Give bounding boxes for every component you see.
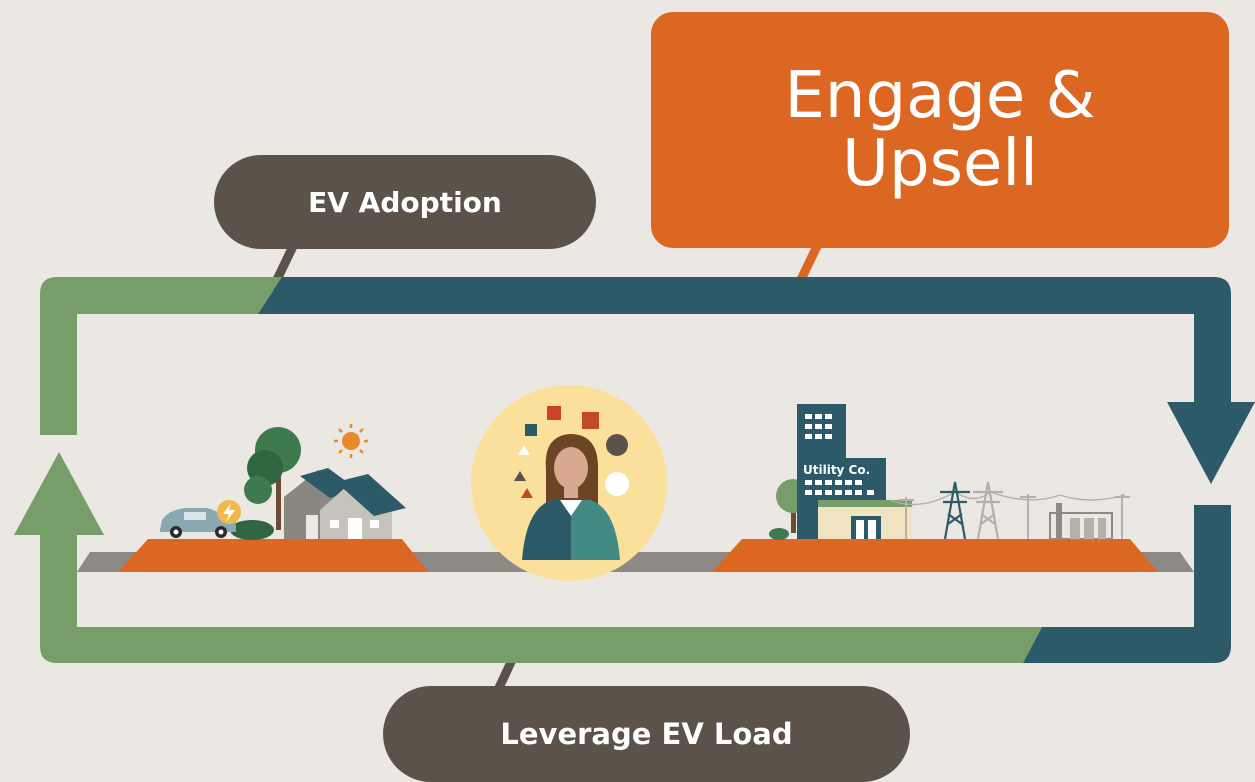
power-tower-icon (973, 481, 1003, 540)
loop-segment-blue-top (258, 277, 1231, 402)
tree-icon (230, 427, 301, 540)
sun-icon (334, 424, 368, 458)
loop-segment-green-top (40, 277, 282, 435)
leverage-ev-load-callout: Leverage EV Load (383, 686, 910, 782)
down-arrow-icon (1167, 402, 1255, 484)
utility-label: Utility Co. (803, 463, 870, 477)
power-tower-icon (940, 481, 970, 540)
engage-upsell-callout: Engage & Upsell (651, 12, 1229, 248)
cycle-loop (14, 277, 1255, 663)
house-icon (284, 468, 406, 539)
ev-adoption-callout: EV Adoption (214, 155, 596, 249)
engage-upsell-label: Engage & Upsell (784, 59, 1096, 201)
loop-segment-blue-bottom (1023, 505, 1231, 663)
up-arrow-icon (14, 452, 104, 535)
person-icon (471, 385, 667, 581)
power-lines (889, 491, 1126, 506)
left-platform (118, 539, 428, 572)
power-pole-icon (898, 494, 1130, 539)
right-platform (712, 539, 1158, 572)
loop-segment-green-bottom (40, 535, 1042, 663)
car-icon (160, 500, 241, 538)
ev-adoption-label: EV Adoption (308, 185, 502, 219)
substation-icon (1049, 503, 1113, 540)
leverage-ev-load-label: Leverage EV Load (500, 717, 793, 751)
home-scene (160, 424, 406, 540)
utility-scene: Utility Co. (769, 404, 1130, 540)
